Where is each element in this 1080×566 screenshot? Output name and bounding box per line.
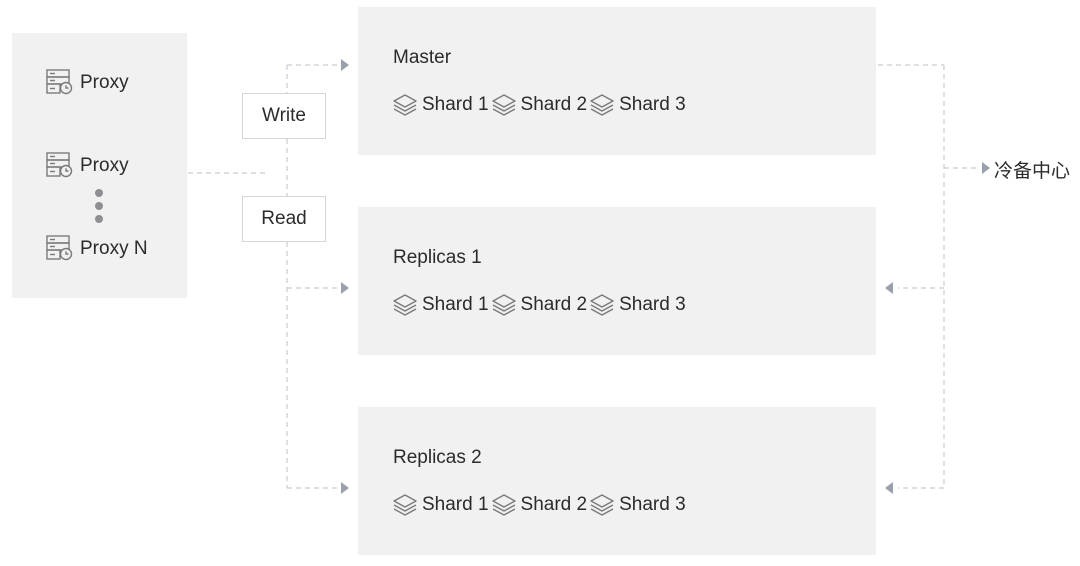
layers-icon xyxy=(393,294,417,316)
shard-item: Shard 2 xyxy=(491,493,588,517)
shard-item: Shard 3 xyxy=(589,493,686,517)
shard-item: Shard 1 xyxy=(392,93,489,117)
shard-label: Shard 2 xyxy=(520,94,588,115)
shard-label: Shard 1 xyxy=(422,94,489,115)
read-tag: Read xyxy=(242,196,326,242)
shard-label: Shard 1 xyxy=(422,494,489,515)
replicas-1-node: Replicas 1 Shard 1 Shard 2 Shard 3 xyxy=(358,207,876,355)
shard-item: Shard 1 xyxy=(392,493,489,517)
proxy-label: Proxy xyxy=(80,71,129,93)
node-title: Master xyxy=(393,47,452,68)
arrow-to-cold xyxy=(982,162,990,174)
server-clock-icon xyxy=(46,235,73,261)
shard-label: Shard 2 xyxy=(520,494,588,515)
arrow-to-replicas-1 xyxy=(341,282,349,294)
layers-icon xyxy=(590,294,614,316)
more-proxies-ellipsis xyxy=(94,189,104,228)
proxy-item: Proxy N xyxy=(46,235,148,261)
server-clock-icon xyxy=(46,152,73,178)
shard-label: Shard 1 xyxy=(422,294,489,315)
layers-icon xyxy=(590,94,614,116)
proxy-item: Proxy xyxy=(46,69,129,95)
layers-icon xyxy=(590,494,614,516)
master-node: Master Shard 1 Shard 2 Shard 3 xyxy=(358,7,876,155)
shard-label: Shard 3 xyxy=(619,94,686,115)
shard-item: Shard 3 xyxy=(589,93,686,117)
arrow-to-master xyxy=(341,59,349,71)
proxy-item: Proxy xyxy=(46,152,129,178)
layers-icon xyxy=(491,94,516,116)
proxy-panel: Proxy Proxy xyxy=(12,33,187,298)
shard-item: Shard 2 xyxy=(491,293,588,317)
arrow-from-cold-2 xyxy=(885,482,893,494)
arrow-to-replicas-2 xyxy=(341,482,349,494)
shard-item: Shard 2 xyxy=(491,93,588,117)
replicas-2-node: Replicas 2 Shard 1 Shard 2 Shard 3 xyxy=(358,407,876,555)
write-tag: Write xyxy=(242,93,326,139)
layers-icon xyxy=(393,94,417,116)
shard-label: Shard 3 xyxy=(619,294,686,315)
proxy-label: Proxy xyxy=(80,154,129,176)
shard-item: Shard 3 xyxy=(589,293,686,317)
layers-icon xyxy=(491,294,516,316)
shard-label: Shard 2 xyxy=(520,294,588,315)
layers-icon xyxy=(393,494,417,516)
node-title: Replicas 1 xyxy=(393,247,482,268)
shard-label: Shard 3 xyxy=(619,494,686,515)
node-title: Replicas 2 xyxy=(393,447,482,468)
shard-item: Shard 1 xyxy=(392,293,489,317)
shard-row: Shard 1 Shard 2 Shard 3 xyxy=(392,93,688,117)
cold-backup-label: 冷备中心 xyxy=(994,160,1071,182)
shard-row: Shard 1 Shard 2 Shard 3 xyxy=(392,293,688,317)
proxy-label: Proxy N xyxy=(80,237,148,259)
server-clock-icon xyxy=(46,69,73,95)
shard-row: Shard 1 Shard 2 Shard 3 xyxy=(392,493,688,517)
layers-icon xyxy=(491,494,516,516)
arrow-from-cold-1 xyxy=(885,282,893,294)
